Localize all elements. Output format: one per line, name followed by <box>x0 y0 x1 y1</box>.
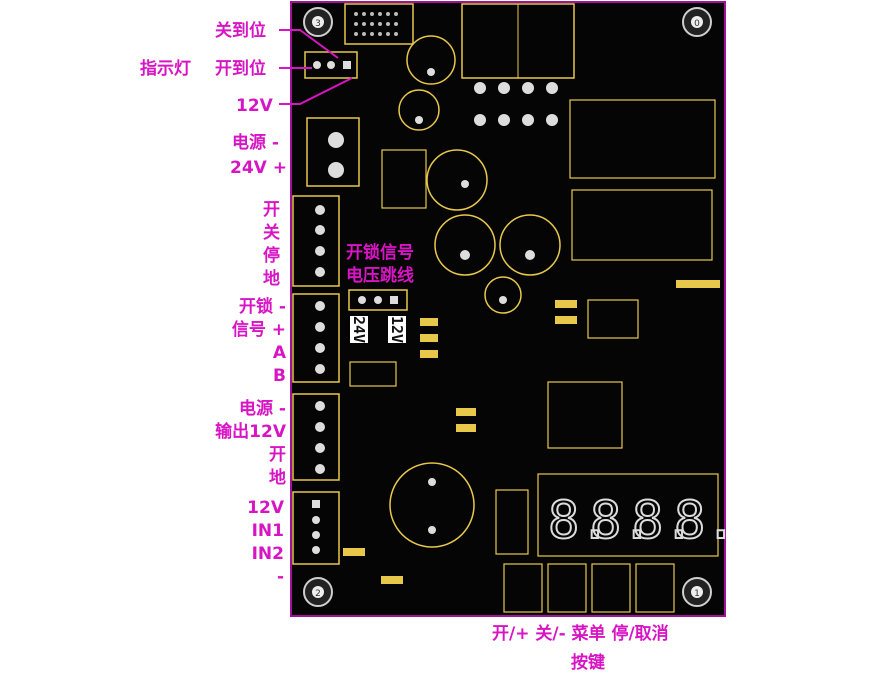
label-close-position: 关到位 <box>215 21 266 41</box>
mount-hole-1: 1 <box>682 577 712 607</box>
label-power-input: 电源 - <box>232 133 279 153</box>
label-indicator: 指示灯 <box>140 59 191 79</box>
push-buttons <box>503 563 675 613</box>
mount-hole-2: 2 <box>303 577 333 607</box>
svg-text:8.: 8. <box>632 491 695 551</box>
label-jumper-title-1: 开锁信号 <box>346 243 414 263</box>
label-12v-top: 12V <box>236 96 273 116</box>
terminal-inputs <box>292 491 340 565</box>
mount-hole-0: 0 <box>682 7 712 37</box>
chip-footprints <box>349 99 716 555</box>
seven-segment-display: 8.8.8.8. <box>537 473 738 557</box>
svg-text:8.: 8. <box>674 491 737 551</box>
pcb-board <box>290 1 726 617</box>
label-switch-stop-gnd: 开 关 停 地 <box>263 200 280 289</box>
label-inputs: 12V IN1 IN2 - <box>247 498 284 587</box>
relay-pads <box>474 82 558 126</box>
terminal-switch-stop-gnd <box>292 195 340 287</box>
label-jumper-title-2: 电压跳线 <box>346 266 414 286</box>
label-jumper-24v: 24V <box>350 316 368 344</box>
voltage-jumper <box>348 289 408 311</box>
terminal-unlock-signal <box>292 293 340 383</box>
power-terminal <box>306 117 360 187</box>
label-keys-caption: 按键 <box>571 653 605 673</box>
header-connector-top <box>344 3 414 45</box>
smd-pads <box>343 280 720 584</box>
label-power-output: 电源 - 输出12V 开 地 <box>215 399 286 488</box>
terminal-power-out <box>292 393 340 481</box>
svg-text:8.: 8. <box>548 491 611 551</box>
leader-lines <box>279 29 353 105</box>
mount-hole-label: 1 <box>694 589 700 599</box>
svg-text:8.: 8. <box>590 491 653 551</box>
header-pins-top <box>354 12 398 36</box>
mount-hole-label: 3 <box>315 19 321 29</box>
label-open-position: 开到位 <box>215 59 266 79</box>
mount-hole-label: 2 <box>315 589 321 599</box>
label-jumper-12v: 12V <box>388 316 406 344</box>
capacitors <box>389 35 561 548</box>
mount-hole-label: 0 <box>694 19 700 29</box>
label-keys-row: 开/+ 关/- 菜单 停/取消 <box>492 624 669 644</box>
mount-hole-3: 3 <box>303 7 333 37</box>
label-unlock-signal: 开锁 - 信号 + A B <box>231 297 286 386</box>
label-24v-plus: 24V + <box>230 158 287 178</box>
